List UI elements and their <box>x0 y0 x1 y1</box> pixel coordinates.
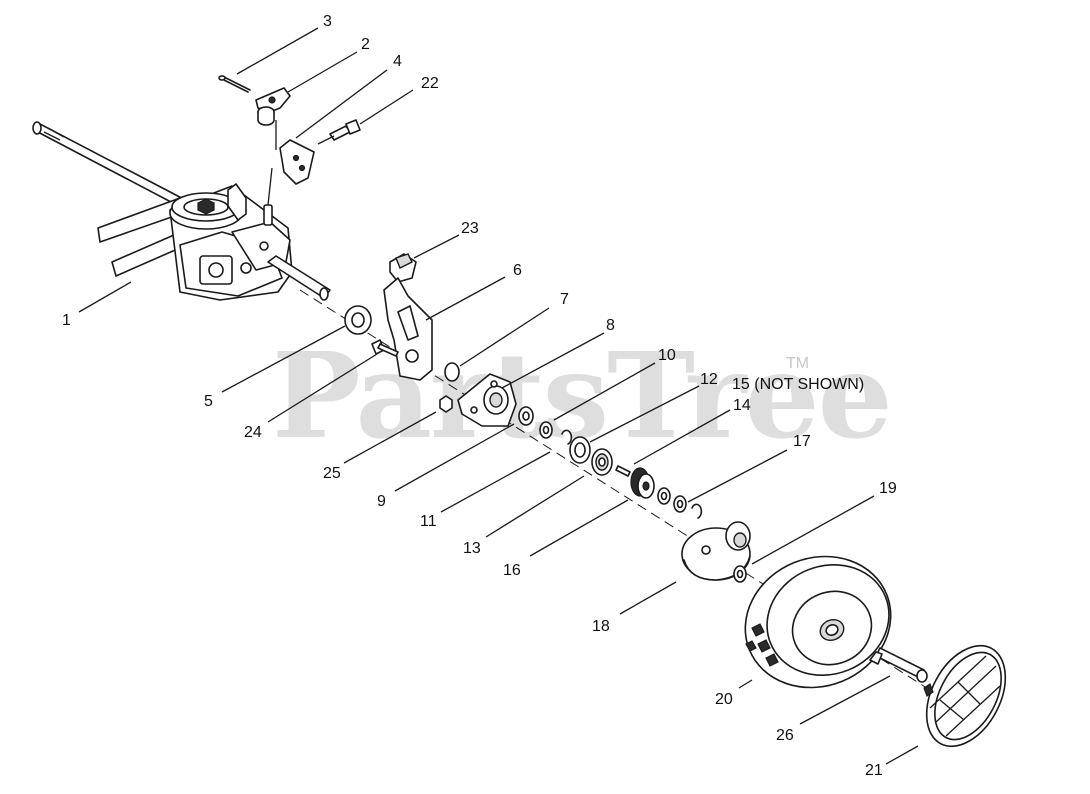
leader-lines <box>78 27 919 765</box>
callout-8: 8 <box>606 317 615 334</box>
part-17-spacer <box>657 487 703 519</box>
part-23-clip <box>389 253 417 283</box>
callout-11: 11 <box>420 513 437 530</box>
part-7-ring <box>444 362 460 382</box>
callout-22: 22 <box>421 75 439 92</box>
callout-7: 7 <box>560 291 569 308</box>
callout-19: 19 <box>879 480 897 497</box>
callout-1: 1 <box>62 312 71 329</box>
assembly-axis <box>299 289 931 691</box>
part-26-bolt <box>869 647 928 683</box>
callout-16: 16 <box>503 562 521 579</box>
callout-6: 6 <box>513 262 522 279</box>
part-22-bolt <box>317 119 361 145</box>
callout-23: 23 <box>461 220 479 237</box>
callout-25: 25 <box>323 465 341 482</box>
callout-26: 26 <box>776 727 794 744</box>
callout-14: 14 <box>733 397 751 414</box>
callout-2: 2 <box>361 36 370 53</box>
part-11-washer <box>539 421 553 439</box>
part-10-washer <box>518 406 534 426</box>
part-16-gear <box>615 465 655 499</box>
callout-18: 18 <box>592 618 610 635</box>
part-14-bearing <box>591 448 613 476</box>
part-13-bearing <box>569 436 591 464</box>
callout-15-not-shown: 15 (NOT SHOWN) <box>732 376 864 393</box>
part-5-washer <box>344 305 372 335</box>
callout-17: 17 <box>793 433 811 450</box>
callout-5: 5 <box>204 393 213 410</box>
watermark-trademark: TM <box>786 355 809 372</box>
callout-labels: 3 2 4 22 1 23 6 5 24 7 8 25 10 12 15 (NO… <box>62 13 897 779</box>
part-1-transmission <box>32 121 331 301</box>
callout-3: 3 <box>323 13 332 30</box>
callout-20: 20 <box>715 691 733 708</box>
callout-13: 13 <box>463 540 481 557</box>
part-4-bracket <box>275 120 315 185</box>
part-3-pin <box>218 75 251 93</box>
callout-12: 12 <box>700 371 718 388</box>
callout-21: 21 <box>865 762 883 779</box>
callout-4: 4 <box>393 53 402 70</box>
part-2-lever <box>255 87 291 126</box>
part-21-hubcap <box>923 644 1007 748</box>
part-8-housing <box>457 373 517 427</box>
callout-9: 9 <box>377 493 386 510</box>
callout-24: 24 <box>244 424 262 441</box>
callout-10: 10 <box>658 347 676 364</box>
part-12-snap-ring <box>561 429 573 445</box>
part-25-nut <box>439 395 453 413</box>
part-19-washer <box>733 565 747 583</box>
part-24-bolt <box>371 339 399 357</box>
part-6-plate <box>383 277 433 381</box>
part-20-wheel <box>744 555 892 689</box>
